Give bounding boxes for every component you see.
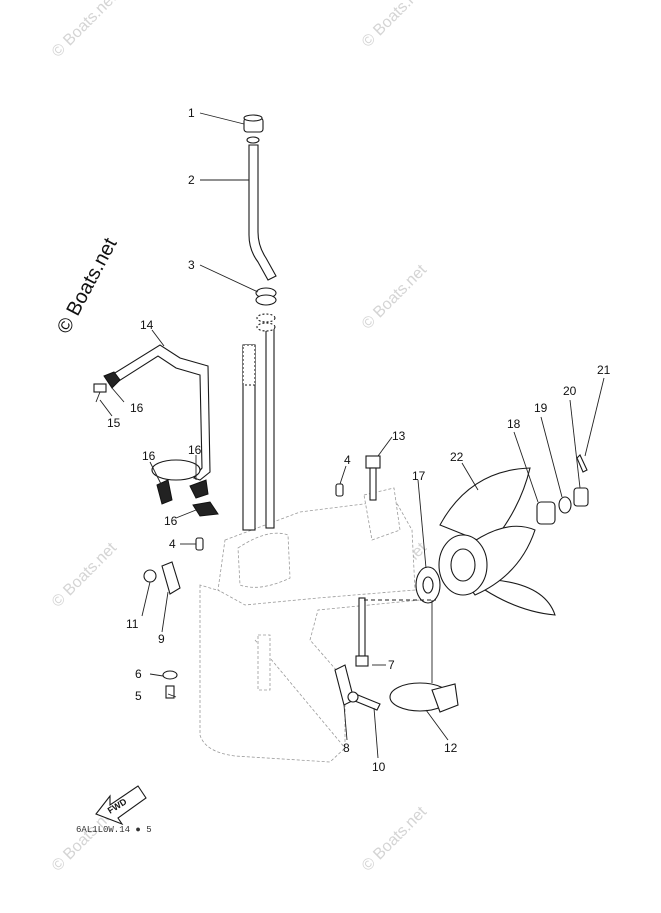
hose-clip (151, 459, 201, 481)
callout-12: 12 (444, 741, 458, 755)
clip-part-16 (103, 371, 121, 389)
callout-20: 20 (563, 384, 577, 398)
nut-part-11 (143, 569, 157, 583)
watermark: © Boats.net (49, 539, 121, 611)
callout-8: 8 (343, 741, 350, 755)
callout-16c: 16 (142, 449, 156, 463)
nut-part-20 (573, 487, 589, 507)
propeller-part-22 (438, 467, 556, 616)
drive-shaft (242, 327, 275, 531)
callout-4a: 4 (344, 453, 351, 467)
callout-11: 11 (126, 617, 139, 631)
leader-lines (99, 112, 605, 759)
washer-part-19 (558, 496, 572, 514)
callout-16b: 16 (188, 443, 202, 457)
callout-17: 17 (412, 469, 426, 483)
watermark: © Boats.net (359, 0, 431, 51)
callout-2: 2 (188, 173, 195, 187)
cap-part-3 (243, 114, 264, 144)
callout-18: 18 (507, 417, 521, 431)
water-pipe-part-2 (248, 144, 277, 281)
plate-part-9 (161, 561, 181, 595)
callouts: 1 2 3 4 4 5 6 7 8 9 10 11 12 13 14 15 16… (107, 106, 611, 774)
watermark: © Boats.net (359, 261, 431, 333)
callout-6: 6 (135, 667, 142, 681)
callout-4b: 4 (169, 537, 176, 551)
anode-part-12 (389, 682, 459, 713)
callout-16d: 16 (164, 514, 178, 528)
watermark: © Boats.net (359, 803, 431, 875)
figure-code: 6AL1L0W.14 ● 5 (76, 825, 152, 835)
callout-7: 7 (388, 658, 395, 672)
hose-part-14 (109, 344, 211, 481)
fitting-part-15 (93, 383, 107, 403)
callout-13: 13 (392, 429, 406, 443)
screw-part-5 (165, 685, 175, 699)
callout-10: 10 (372, 760, 386, 774)
callout-15: 15 (107, 416, 121, 430)
thrust-washer-part-17 (415, 566, 441, 604)
callout-19: 19 (534, 401, 548, 415)
bolt-part-10 (347, 691, 381, 711)
lower-casing (199, 487, 421, 763)
callout-5: 5 (135, 689, 142, 703)
callout-14: 14 (140, 318, 154, 332)
copyright-text: © Boats.net (53, 234, 122, 337)
grommet-part-1 (255, 287, 277, 332)
callout-9: 9 (158, 632, 165, 646)
bolt-part-13 (365, 455, 381, 501)
watermark: © Boats.net (49, 0, 121, 61)
callout-22: 22 (450, 450, 464, 464)
callout-1: 3 (188, 258, 195, 272)
spacer-part-18 (536, 501, 556, 525)
washer-part-6 (162, 670, 178, 680)
cotter-pin-part-21 (576, 454, 588, 473)
callout-21: 21 (597, 363, 611, 377)
dowel-pin-part-4 (195, 537, 204, 551)
callout-3: 1 (188, 106, 195, 120)
bolt-part-7 (355, 597, 369, 667)
clip-part-16 (192, 501, 219, 517)
clip-part-16 (189, 479, 209, 499)
dowel-pin-part-4 (335, 483, 344, 497)
callout-16a: 16 (130, 401, 144, 415)
clip-part-16 (156, 479, 173, 505)
